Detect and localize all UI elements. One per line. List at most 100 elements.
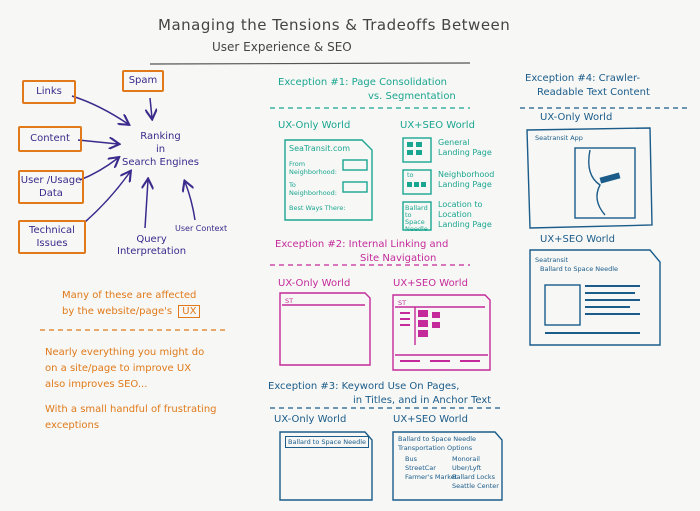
ex3-seo-page (392, 431, 503, 501)
ex1-sketches (284, 137, 432, 231)
ex4-title: Exception #4: Crawler- Readable Text Con… (525, 72, 650, 100)
ranking-line-1: Ranking (140, 131, 181, 142)
ex1-ux-only: UX-Only World (278, 120, 351, 131)
ex3-opt-uber: Uber/Lyft (452, 464, 482, 472)
ex1-title-2: vs. Segmentation (368, 91, 456, 102)
affected-line-1: Many of these are affected (62, 290, 197, 301)
ex3-opt-streetcar: StreetCar (405, 464, 436, 472)
ex1-location-page (402, 201, 432, 231)
links-label: Links (36, 86, 62, 97)
arrow-usage (79, 158, 118, 181)
ex1-form-site: SeaTransit.com (289, 144, 351, 153)
ex2-seo-logo: ST (398, 299, 407, 307)
ex3-options-right: Monorail Uber/Lyft Ballard Locks Seattle… (452, 455, 499, 491)
ex1-ballard-box: Ballard to Space Needle (405, 204, 428, 233)
arrow-content (77, 140, 118, 144)
ex4-map-route (588, 149, 606, 216)
handful-line-2: exceptions (45, 420, 100, 431)
ex2-ux-logo: ST (285, 297, 294, 305)
ex2-ux-only: UX-Only World (278, 278, 351, 289)
ex1-neighborhood: Neighborhood Landing Page (438, 170, 494, 190)
ex4-title-2: Readable Text Content (537, 87, 650, 98)
nearly-line-2: on a site/page to improve UX (45, 363, 192, 374)
handful-line-1: With a small handful of frustrating (45, 404, 217, 415)
ex1-to-field (342, 181, 368, 193)
ex2-ux-page (279, 292, 371, 366)
ex1-form-best: Best Ways There: (289, 204, 346, 212)
ex4-ux-only: UX-Only World (540, 112, 613, 123)
user-usage-box: User /Usage Data (18, 170, 84, 204)
technical-label-2: Issues (36, 238, 68, 249)
ex1-ux-seo: UX+SEO World (400, 120, 475, 131)
content-box: Content (18, 126, 82, 152)
ex4-seatransit: Seatransit (535, 256, 569, 264)
ex1-location-1: Location to (438, 200, 483, 209)
arrow-query (145, 180, 148, 229)
nearly-note: Nearly everything you might do on a site… (45, 345, 204, 393)
ex2-seo-page (392, 294, 491, 371)
ex1-from-field (342, 159, 368, 171)
ex1-to-label: to (407, 171, 414, 179)
ex1-title-1: Exception #1: Page Consolidation (278, 77, 448, 88)
handful-note: With a small handful of frustrating exce… (45, 402, 217, 434)
ex1-form-from: From Neighborhood: (289, 160, 337, 176)
ex3-opt-locks: Ballard Locks (452, 473, 495, 481)
user-context-label: User Context (175, 224, 228, 233)
query-label-1: Query (136, 234, 167, 245)
ex2-sketches (279, 292, 491, 371)
ex3-opt-bus: Bus (405, 455, 417, 463)
ex1-general-page (402, 137, 432, 163)
user-usage-label-1: User /Usage (20, 175, 82, 186)
query-label-2: Interpretation (117, 246, 187, 257)
affected-note: Many of these are affected by the websit… (62, 288, 201, 320)
ex1-neighborhood-1: Neighborhood (438, 170, 495, 179)
ex4-ux-page (526, 127, 653, 229)
spam-label: Spam (128, 75, 158, 86)
ex1-neighborhood-2: Landing Page (438, 180, 492, 189)
ex4-seo-page (529, 249, 661, 346)
ex2-title-1: Exception #2: Internal Linking and (275, 239, 449, 250)
ex1-general-1: General (438, 138, 470, 147)
nearly-line-3: also improves SEO... (45, 379, 148, 390)
page-subtitle: User Experience & SEO (212, 40, 352, 54)
ex1-page-marks (407, 142, 426, 187)
ex3-opt-center: Seattle Center (452, 482, 499, 490)
spam-box: Spam (122, 70, 164, 92)
page-title: Managing the Tensions & Tradeoffs Betwee… (158, 16, 511, 34)
ex3-seo-ballard: Ballard to Space Needle (398, 435, 477, 443)
ex3-opt-farmers: Farmer's Market (405, 473, 458, 481)
affected-line-2-text: by the website/page's (62, 306, 173, 317)
ex1-location: Location to Location Landing Page (438, 200, 492, 230)
nearly-line-1: Nearly everything you might do (45, 347, 205, 358)
ranking-center: Ranking in Search Engines (122, 130, 199, 169)
technical-label-1: Technical (29, 225, 75, 236)
ranking-line-3: Search Engines (122, 157, 200, 168)
ux-boxed: UX (178, 305, 201, 318)
ex3-ux-page (279, 431, 373, 501)
ex3-sketches (279, 431, 503, 501)
ex3-transport: Transportation Options (398, 444, 473, 452)
technical-box: Technical Issues (18, 220, 86, 254)
ex4-sketches (526, 127, 661, 346)
ex2-title: Exception #2: Internal Linking and Site … (275, 238, 448, 266)
arrow-links (71, 95, 128, 124)
arrow-context (185, 182, 196, 221)
ex4-ballard: Ballard to Space Needle (540, 265, 619, 273)
affected-line-2: by the website/page's UX (62, 304, 201, 320)
ex4-app-label: Seatransit App (535, 134, 583, 142)
content-label: Content (30, 133, 70, 144)
ex3-title-1: Exception #3: Keyword Use On Pages, (268, 381, 460, 392)
ex4-title-1: Exception #4: Crawler- (525, 73, 641, 84)
ex4-text-lines (545, 172, 640, 334)
ex4-seo-map (544, 284, 581, 326)
ranking-line-2: in (155, 144, 166, 155)
arrow-technical (84, 172, 130, 223)
ex3-title: Exception #3: Keyword Use On Pages, in T… (268, 380, 491, 408)
ex2-ux-seo: UX+SEO World (393, 278, 468, 289)
ex1-neighborhood-page (402, 169, 432, 195)
ex4-map (574, 147, 636, 219)
ex1-general-2: Landing Page (438, 148, 492, 157)
ex1-location-3: Landing Page (438, 220, 492, 229)
query-interpretation: Query Interpretation (117, 234, 186, 258)
